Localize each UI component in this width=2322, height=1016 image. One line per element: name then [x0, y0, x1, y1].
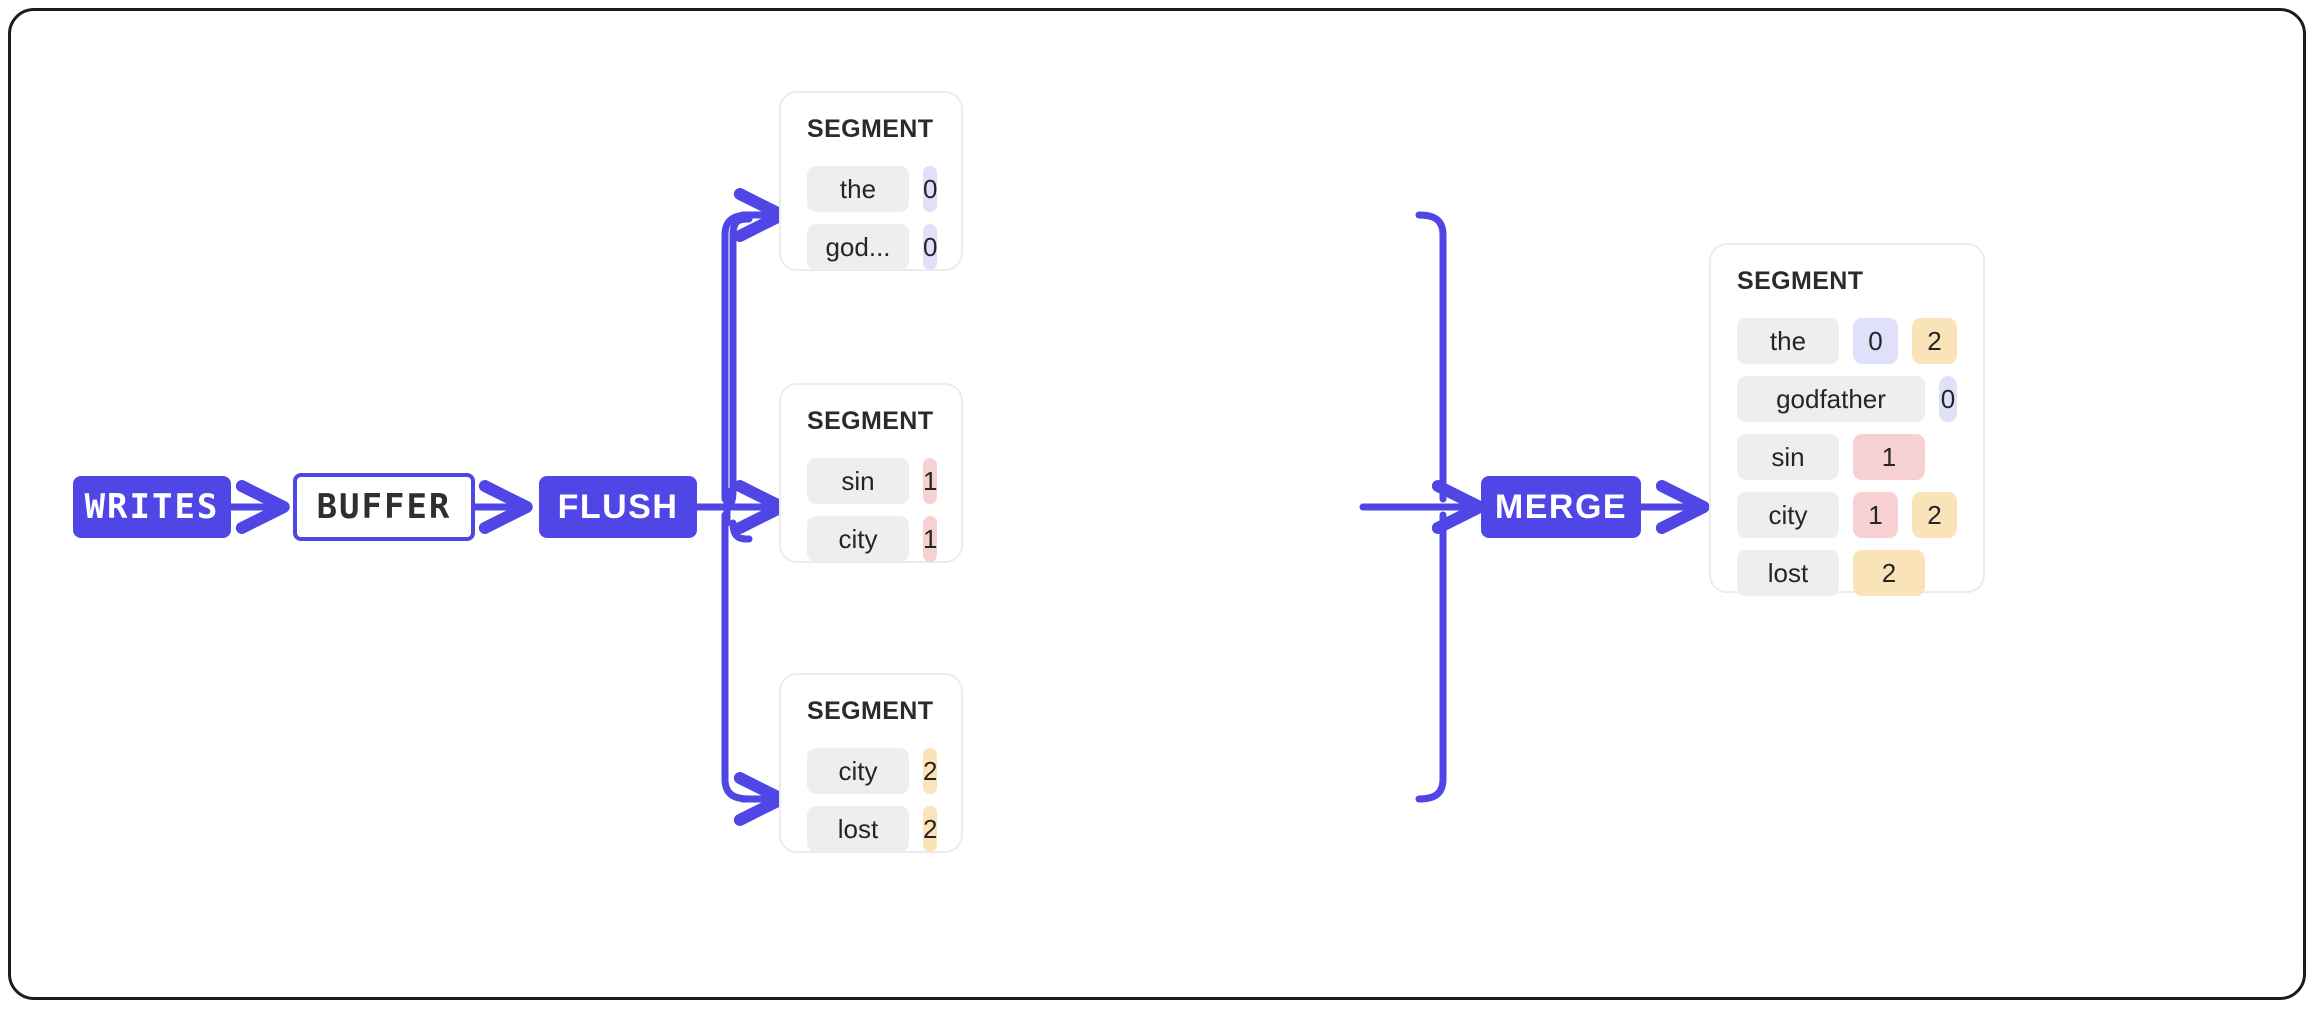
fanout-trunk-core — [713, 487, 731, 527]
merged-segment-row: city 1 2 — [1737, 492, 1957, 538]
segment-row: the 0 — [807, 166, 938, 212]
stage-writes-label: WRITES — [84, 487, 220, 527]
merged-key-chip: the — [1737, 318, 1839, 364]
segment-key-chip: lost — [807, 806, 909, 852]
merged-segment-row: godfather 0 — [1737, 376, 1957, 422]
segment-key-chip: city — [807, 748, 909, 794]
merged-segment-row: the 0 2 — [1737, 318, 1957, 364]
merged-key-chip: city — [1737, 492, 1839, 538]
stage-buffer-label: BUFFER — [316, 487, 452, 527]
fanin-branch-bottom — [1415, 511, 1447, 803]
merged-segment-title: SEGMENT — [1737, 267, 1864, 295]
merged-key-chip: sin — [1737, 434, 1839, 480]
segment-card-1[interactable]: SEGMENT sin 1 city 1 — [779, 383, 963, 563]
merged-key-chip: lost — [1737, 550, 1839, 596]
segment-value-chip: 0 — [923, 224, 938, 270]
segment-key-chip: city — [807, 516, 909, 562]
merged-segment-row: lost 2 — [1737, 550, 1957, 596]
stage-writes[interactable]: WRITES — [73, 476, 231, 538]
merged-segment-card[interactable]: SEGMENT the 0 2 godfather 0 sin 1 city 1… — [1709, 243, 1985, 596]
stage-flush-label: FLUSH — [557, 487, 679, 526]
fanout-branch-top — [721, 211, 753, 503]
segment-value-chip: 2 — [923, 806, 938, 852]
merged-value-chip: 1 — [1853, 434, 1925, 480]
merged-segment-row: sin 1 — [1737, 434, 1957, 480]
segment-row: city 2 — [807, 748, 938, 794]
segment-value-chip: 1 — [923, 458, 938, 504]
merged-value-chip: 1 — [1853, 492, 1898, 538]
stage-flush[interactable]: FLUSH — [539, 476, 697, 538]
segment-card-0[interactable]: SEGMENT the 0 god... 0 — [779, 91, 963, 271]
segment-key-chip: god... — [807, 224, 909, 270]
segment-value-chip: 2 — [923, 748, 938, 794]
merged-key-chip: godfather — [1737, 376, 1925, 422]
merged-value-chip: 0 — [1853, 318, 1898, 364]
segment-value-chip: 1 — [923, 516, 938, 562]
diagram-frame: WRITES BUFFER FLUSH MERGE SEGMENT the 0 … — [8, 8, 2306, 1000]
stage-merge[interactable]: MERGE — [1481, 476, 1641, 538]
segment-card-1-title: SEGMENT — [807, 407, 934, 435]
segment-key-chip: sin — [807, 458, 909, 504]
segment-key-chip: the — [807, 166, 909, 212]
segment-value-chip: 0 — [923, 166, 938, 212]
segment-row: lost 2 — [807, 806, 938, 852]
merged-value-chip: 2 — [1912, 492, 1957, 538]
fanin-branch-top — [1415, 211, 1447, 503]
segment-card-2[interactable]: SEGMENT city 2 lost 2 — [779, 673, 963, 853]
segment-row: sin 1 — [807, 458, 938, 504]
merged-value-chip: 2 — [1853, 550, 1925, 596]
fanout-trunk — [693, 215, 753, 543]
merged-value-chip: 2 — [1912, 318, 1957, 364]
stage-buffer[interactable]: BUFFER — [293, 473, 475, 541]
segment-row: god... 0 — [807, 224, 938, 270]
merged-value-chip: 0 — [1939, 376, 1957, 422]
fanout-branch-bottom — [721, 511, 753, 803]
stage-merge-label: MERGE — [1494, 487, 1628, 526]
segment-card-2-title: SEGMENT — [807, 697, 934, 725]
segment-card-0-title: SEGMENT — [807, 115, 934, 143]
segment-row: city 1 — [807, 516, 938, 562]
diagram-canvas: WRITES BUFFER FLUSH MERGE SEGMENT the 0 … — [11, 11, 2303, 997]
